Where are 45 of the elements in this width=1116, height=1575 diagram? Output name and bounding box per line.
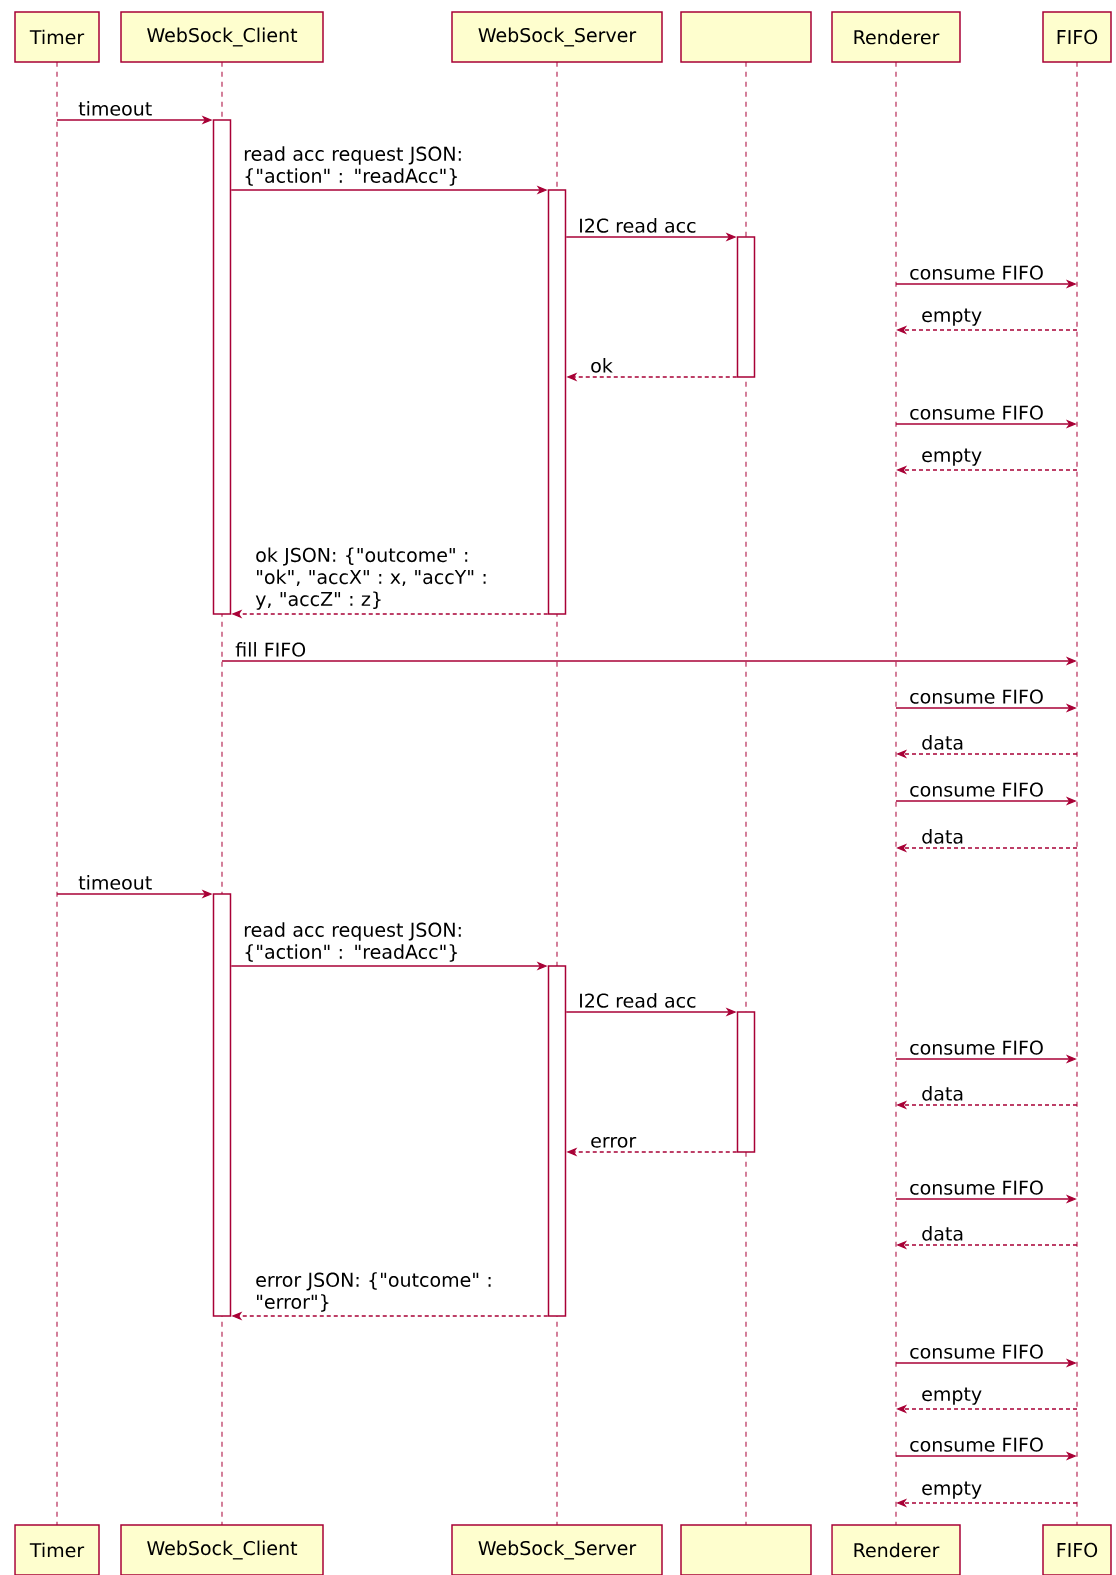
edge-label: data [922,829,963,844]
participant-box [680,1524,812,1575]
participant-box: Renderer [831,11,961,63]
participant-box [680,11,812,63]
edge-label: data [922,735,963,750]
edge-label: timeout [78,875,152,890]
edge-label: timeout [78,101,152,116]
participant-box: WebSock_Client [120,11,324,63]
edge-label: error [591,1136,637,1148]
activation-bar [736,1011,756,1153]
edge-label: I2C read acc [580,218,696,233]
edge-label: read acc request JSON: {"action" : "readAcc"} [244,922,461,962]
edge-label: consume FIFO [910,1180,1043,1195]
participant-box: FIFO [1042,11,1112,63]
edge-label: error JSON: {"outcome" : "error"} [256,1272,491,1312]
edge-label: empty [922,448,982,466]
participant-box: FIFO [1042,1524,1112,1575]
participant-box: Renderer [831,1524,961,1575]
participant-box: Timer [14,11,100,63]
participant-box: WebSock_Server [451,11,663,63]
edge-label: empty [922,1481,982,1499]
activation-bar [547,965,567,1317]
edge-label: consume FIFO [910,689,1043,704]
edge-label: consume FIFO [910,1344,1043,1359]
edge-label: ok [591,358,613,373]
activation-bar [736,236,756,378]
edge-label: data [922,1226,963,1241]
activation-bar [212,119,232,615]
edge-label: consume FIFO [910,405,1043,420]
edge-label: fill FIFO [235,642,306,657]
edge-label: consume FIFO [910,1040,1043,1055]
edge-label: read acc request JSON: {"action" : "readAcc"} [244,146,461,186]
edge-label: data [922,1086,963,1101]
participant-box: Timer [14,1524,100,1575]
edge-label: consume FIFO [910,1437,1043,1452]
participant-box: WebSock_Client [120,1524,324,1575]
edge-label: consume FIFO [910,265,1043,280]
activation-bar [547,189,567,615]
edge-label: empty [922,1387,982,1405]
edge-label: ok JSON: {"outcome" : "ok", "accX" : x, "accY" : y, "accZ" : z} [255,547,486,610]
edge-label: consume FIFO [910,782,1043,797]
edge-label: empty [922,308,982,326]
edge-label: I2C read acc [580,993,696,1008]
participant-box: WebSock_Server [451,1524,663,1575]
activation-bar [212,893,232,1317]
